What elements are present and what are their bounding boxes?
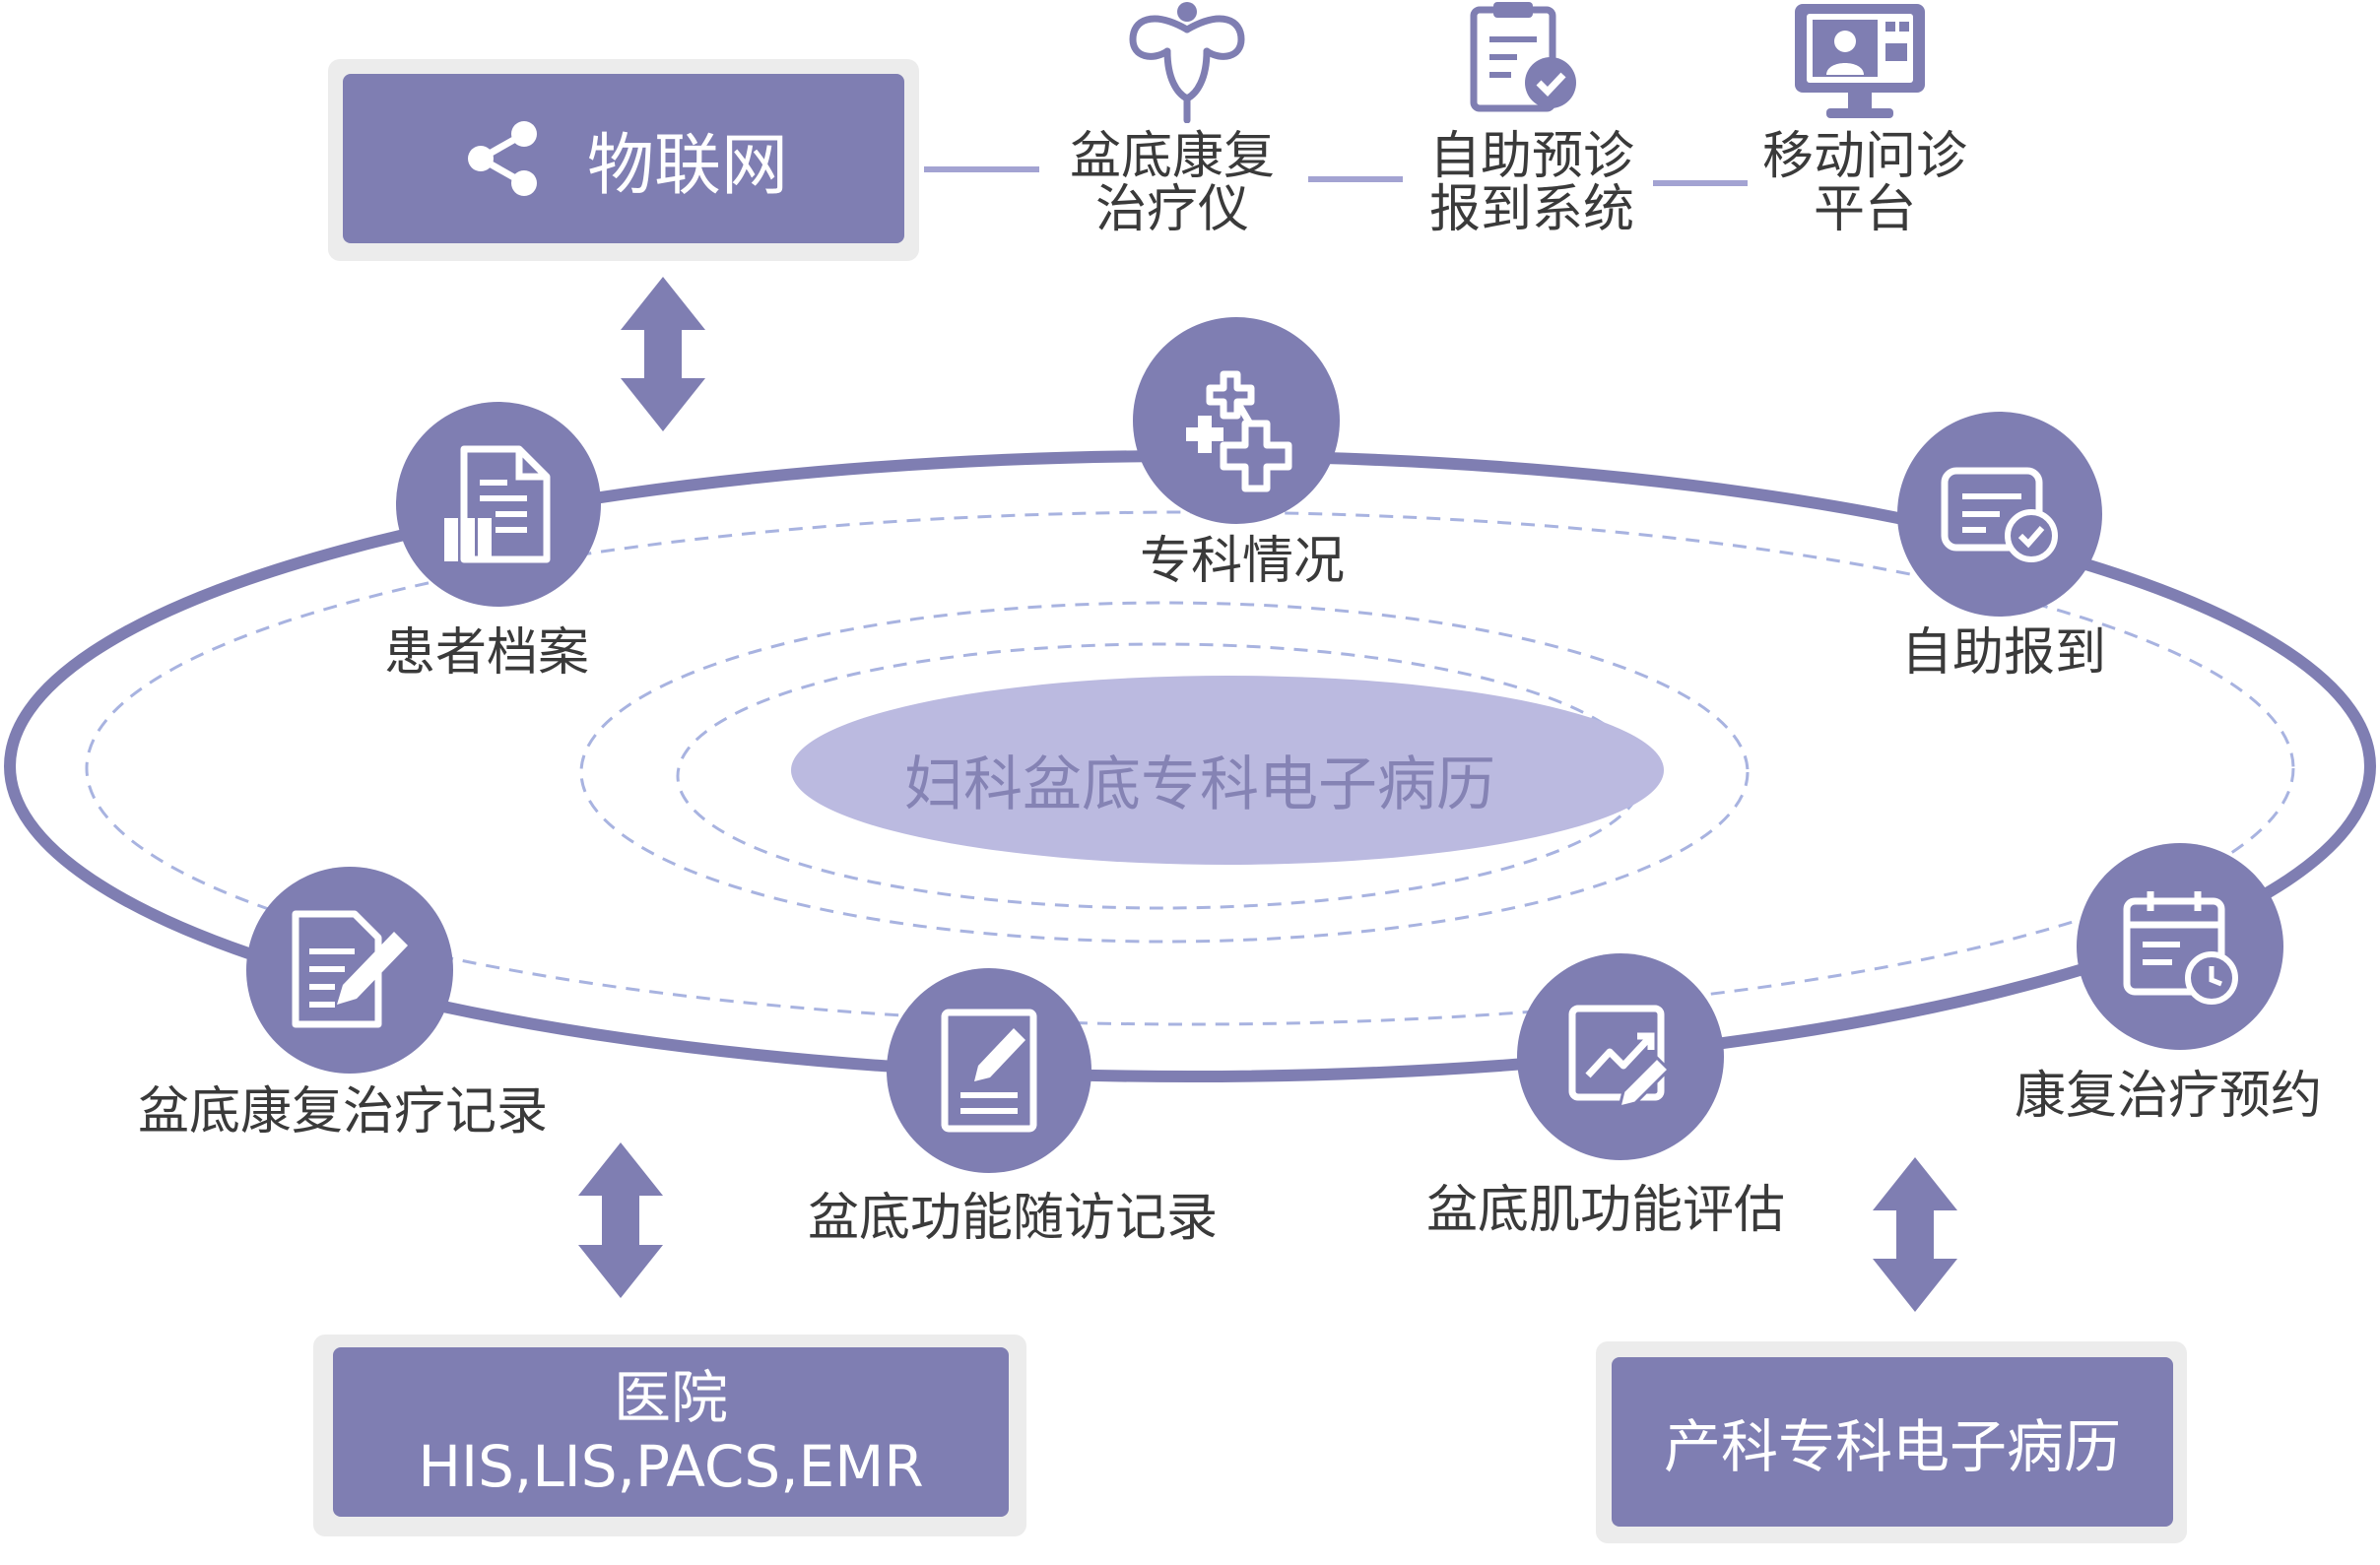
chart-edit-icon <box>1568 1005 1672 1110</box>
double-arrow-icon <box>621 277 705 431</box>
uterus-icon <box>1129 2 1245 123</box>
edit-document-icon <box>292 910 408 1028</box>
node-specialty-status[interactable] <box>1133 317 1340 524</box>
center-title: 妇科盆底专科电子病历 <box>904 750 1495 819</box>
node-label: 康复治疗预约 <box>2015 1067 2323 1126</box>
dashed-ring-1 <box>85 510 2295 1026</box>
node-self-checkin[interactable] <box>1897 412 2102 617</box>
device-label-mobile: 移动问诊 平台 <box>1761 127 1967 239</box>
calendar-clock-icon <box>2123 891 2238 1005</box>
device-label-rehab: 盆底康复 治疗仪 <box>1069 127 1275 239</box>
node-followup-record[interactable] <box>887 968 1091 1173</box>
node-muscle-assessment[interactable] <box>1517 953 1724 1160</box>
hospital-box[interactable]: 医院 HIS,LIS,PACS,EMR <box>333 1347 1009 1517</box>
device-label-selfcheck: 自助预诊 报到系统 <box>1428 127 1634 239</box>
obstetrics-label: 产科专科电子病历 <box>1663 1413 2121 1480</box>
share-icon <box>467 121 537 196</box>
node-label: 自助报到 <box>1901 623 2107 683</box>
double-arrow-icon <box>1873 1157 1957 1312</box>
node-label: 专科情况 <box>1140 532 1346 591</box>
iot-box[interactable]: 物联网 <box>343 74 904 243</box>
double-arrow-icon <box>578 1142 663 1298</box>
node-label: 盆底康复治疗记录 <box>138 1082 549 1141</box>
checked-card-icon <box>1941 467 2058 562</box>
node-rehab-appointment[interactable] <box>2077 843 2283 1050</box>
node-label: 盆底肌功能评估 <box>1426 1181 1786 1240</box>
clipboard-check-icon <box>1470 2 1576 112</box>
hospital-title: 医院 <box>613 1364 728 1431</box>
hospital-systems: HIS,LIS,PACS,EMR <box>418 1433 924 1500</box>
medical-cross-icon <box>1186 370 1292 492</box>
file-archive-icon <box>444 445 551 563</box>
node-patient-file[interactable] <box>396 402 601 607</box>
center-ellipse <box>791 676 1664 865</box>
node-label: 盆底功能随访记录 <box>808 1189 1219 1248</box>
iot-label: 物联网 <box>586 126 788 205</box>
obstetrics-box[interactable]: 产科专科电子病历 <box>1612 1357 2173 1527</box>
write-note-icon <box>941 1009 1037 1133</box>
node-rehab-record[interactable] <box>246 867 453 1074</box>
node-label: 患者档案 <box>384 623 590 683</box>
dashed-ring-2 <box>579 601 1750 944</box>
video-monitor-icon <box>1795 4 1925 118</box>
